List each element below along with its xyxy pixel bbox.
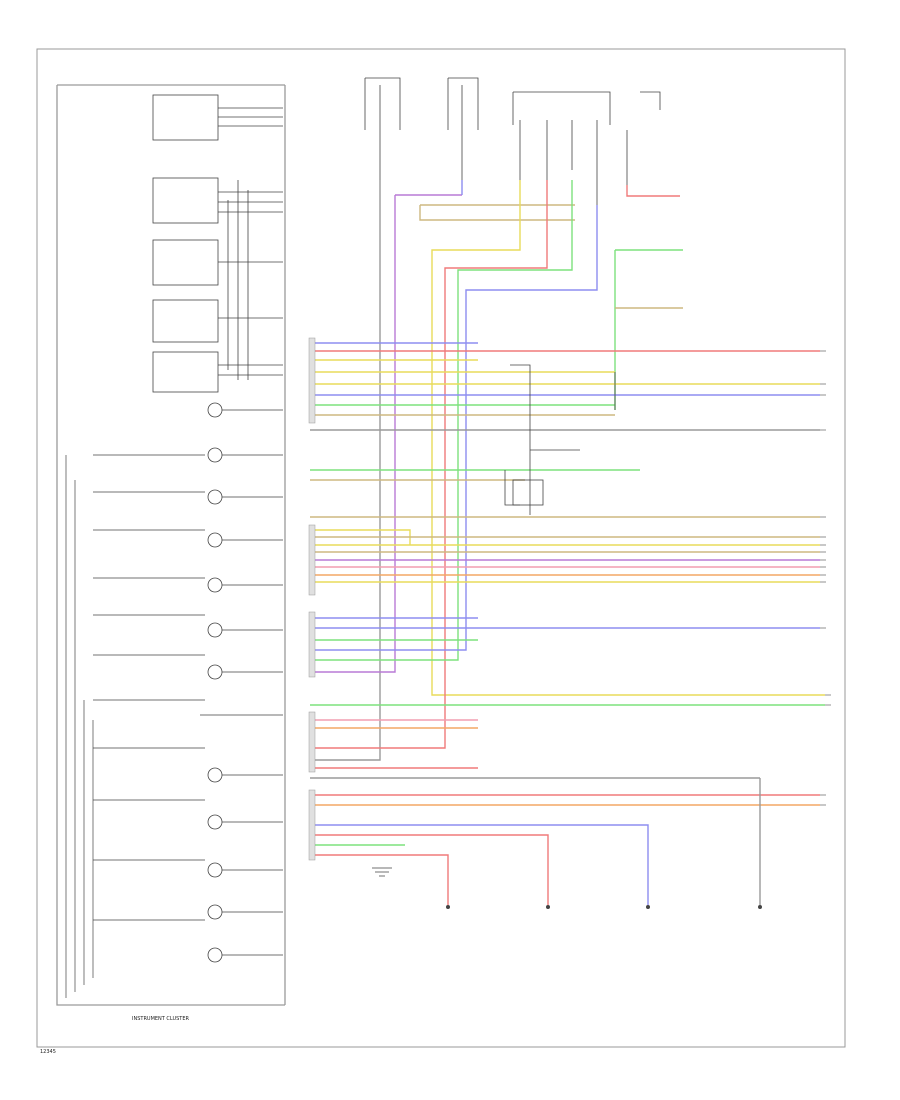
relay-connections	[504, 364, 616, 515]
wire-red-right	[626, 185, 680, 197]
wire-gray-main	[310, 180, 381, 761]
indicator-lamps-left	[93, 454, 120, 921]
wire-purple	[310, 194, 462, 673]
fuse-blocks-top	[364, 77, 661, 205]
wire-green-right	[614, 249, 683, 410]
gauge-coolant-temp	[152, 177, 283, 224]
wire-green	[310, 180, 573, 661]
cluster-label: INSTRUMENT CLUSTER	[132, 1016, 190, 1022]
bottom-destinations	[446, 905, 762, 909]
instrument-cluster: INSTRUMENT CLUSTER	[56, 84, 286, 1022]
wire-khaki	[419, 204, 575, 221]
right-terminals	[820, 350, 831, 806]
ground-symbol	[372, 867, 392, 877]
wire-yellow	[431, 180, 825, 696]
connector-blocks	[308, 337, 544, 861]
gauge-transmission	[152, 299, 283, 343]
gauge-fuel	[152, 239, 283, 286]
wire-red-fuse	[310, 180, 548, 749]
wire-blue	[310, 205, 598, 651]
indicator-bulbs	[120, 402, 283, 963]
corner-code: 12345	[40, 1049, 56, 1055]
diagram-frame	[36, 48, 846, 1048]
gauge-speedometer	[152, 94, 283, 141]
gauge-tachometer	[152, 351, 283, 393]
wire-harness	[310, 180, 825, 905]
